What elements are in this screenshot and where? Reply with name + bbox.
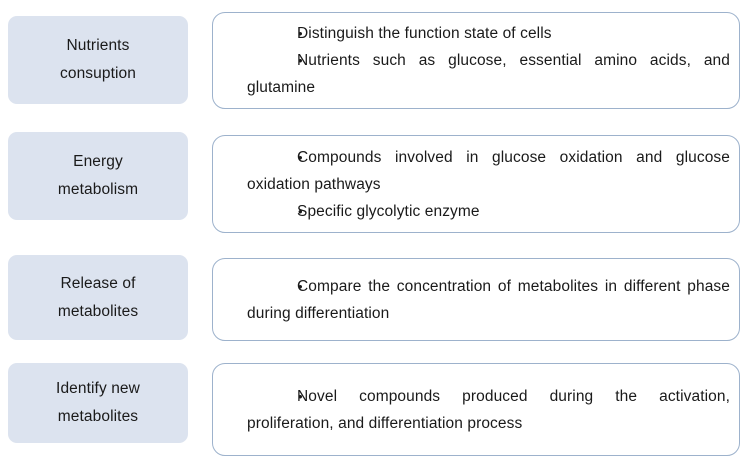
- content-inner-2: • Compounds involved in glucose oxidatio…: [213, 144, 739, 225]
- content-inner-1: • Distinguish the function state of cell…: [213, 20, 739, 101]
- bullet-dot-icon: •: [298, 203, 303, 219]
- content-inner-4: • Novel compounds produced during the ac…: [213, 383, 739, 437]
- bullet-text: Specific glycolytic enzyme: [297, 202, 480, 220]
- bullet-item: • Nutrients such as glucose, essential a…: [247, 47, 730, 101]
- content-box-4: • Novel compounds produced during the ac…: [212, 363, 740, 456]
- category-label-box-4: Identify new metabolites: [8, 363, 188, 443]
- bullet-dot-icon: •: [298, 149, 303, 165]
- bullet-dot-icon: •: [298, 278, 303, 294]
- bullet-text: Novel compounds produced during the acti…: [247, 387, 730, 432]
- bullet-text: Distinguish the function state of cells: [297, 25, 552, 42]
- content-box-3: • Compare the concentration of metabolit…: [212, 258, 740, 341]
- category-label-text-3: Release of metabolites: [57, 274, 139, 320]
- bullet-item: • Compare the concentration of metabolit…: [247, 273, 730, 327]
- content-box-2: • Compounds involved in glucose oxidatio…: [212, 135, 740, 233]
- content-box-1: • Distinguish the function state of cell…: [212, 12, 740, 109]
- bullet-dot-icon: •: [298, 26, 303, 41]
- category-label-box-2: Energy metabolism: [8, 132, 188, 220]
- bullet-dot-icon: •: [298, 53, 303, 68]
- bullet-text: Compare the concentration of metabolites…: [247, 277, 730, 322]
- bullet-text: Nutrients such as glucose, essential ami…: [247, 52, 730, 96]
- bullet-dot-icon: •: [298, 388, 303, 404]
- content-inner-3: • Compare the concentration of metabolit…: [213, 273, 739, 327]
- bullet-item: • Specific glycolytic enzyme: [247, 198, 730, 225]
- category-label-text-4: Identify new metabolites: [56, 380, 140, 425]
- bullet-item: • Novel compounds produced during the ac…: [247, 383, 730, 437]
- category-label-text-1: Nutrients consuption: [60, 37, 136, 82]
- category-label-box-1: Nutrients consuption: [8, 16, 188, 104]
- bullet-item: • Distinguish the function state of cell…: [247, 20, 730, 47]
- bullet-item: • Compounds involved in glucose oxidatio…: [247, 144, 730, 198]
- category-label-text-2: Energy metabolism: [57, 153, 139, 198]
- category-label-box-3: Release of metabolites: [8, 255, 188, 340]
- bullet-text: Compounds involved in glucose oxidation …: [247, 148, 730, 193]
